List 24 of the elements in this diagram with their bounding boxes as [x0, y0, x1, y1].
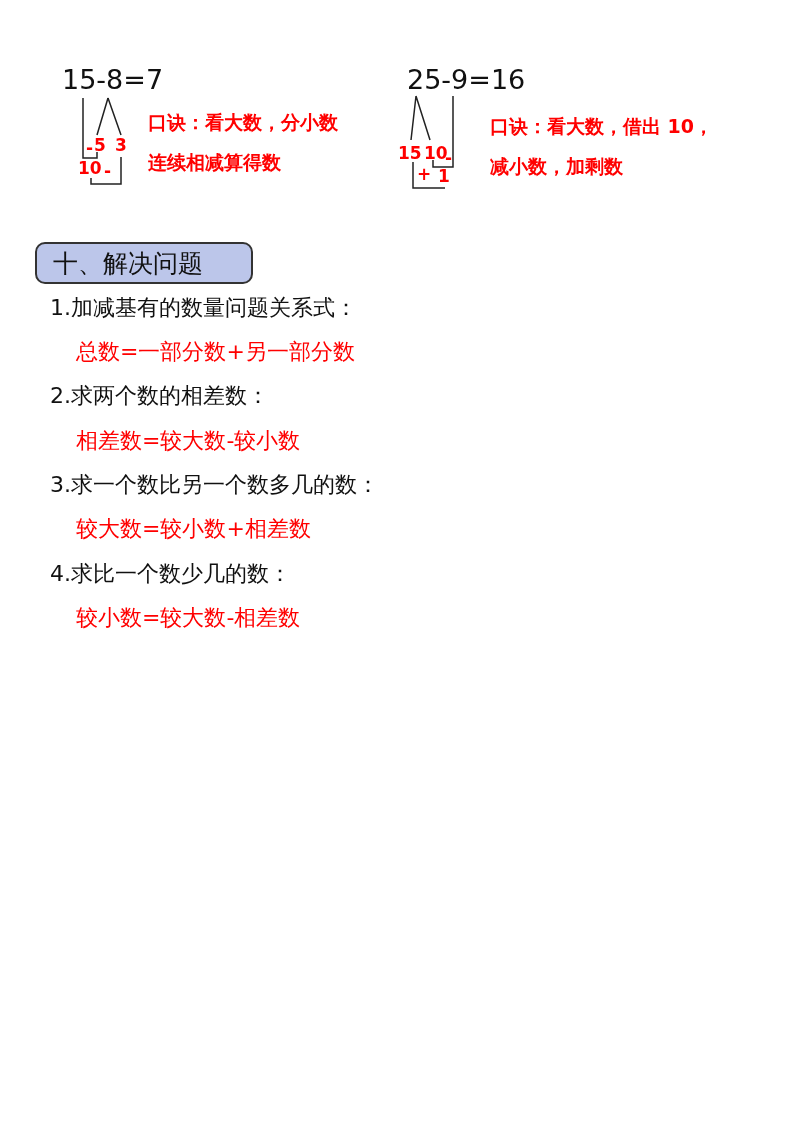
formula-text: 较大数=较小数+相差数 — [76, 518, 311, 540]
rhyme-text: 口诀：看大数，借出 10， — [490, 117, 714, 136]
operation-sign: + — [417, 166, 432, 183]
question-text: 3.求一个数比另一个数多几的数： — [50, 474, 379, 496]
section-heading: 十、解决问题 — [53, 247, 203, 280]
equation: 25-9=16 — [407, 66, 526, 93]
heading-banner — [35, 242, 253, 284]
question-text: 4.求比一个数少几的数： — [50, 563, 291, 585]
number: 15 — [398, 145, 422, 162]
operation-sign: - — [86, 140, 94, 157]
number: 10 — [78, 160, 102, 177]
equation: 15-8=7 — [62, 66, 164, 93]
number: 3 — [115, 137, 127, 154]
rhyme-text: 口诀：看大数，分小数 — [148, 113, 338, 132]
number: 5 — [94, 137, 106, 154]
formula-text: 总数=一部分数+另一部分数 — [76, 341, 355, 363]
formula-text: 相差数=较大数-较小数 — [76, 430, 301, 452]
formula-text: 较小数=较大数-相差数 — [76, 607, 301, 629]
rhyme-text: 减小数，加剩数 — [490, 157, 623, 176]
number: 1 — [438, 168, 450, 185]
operation-sign: - — [104, 163, 112, 180]
rhyme-text: 连续相减算得数 — [148, 153, 281, 172]
question-text: 1.加减基有的数量问题关系式： — [50, 297, 357, 319]
question-text: 2.求两个数的相差数： — [50, 385, 269, 407]
